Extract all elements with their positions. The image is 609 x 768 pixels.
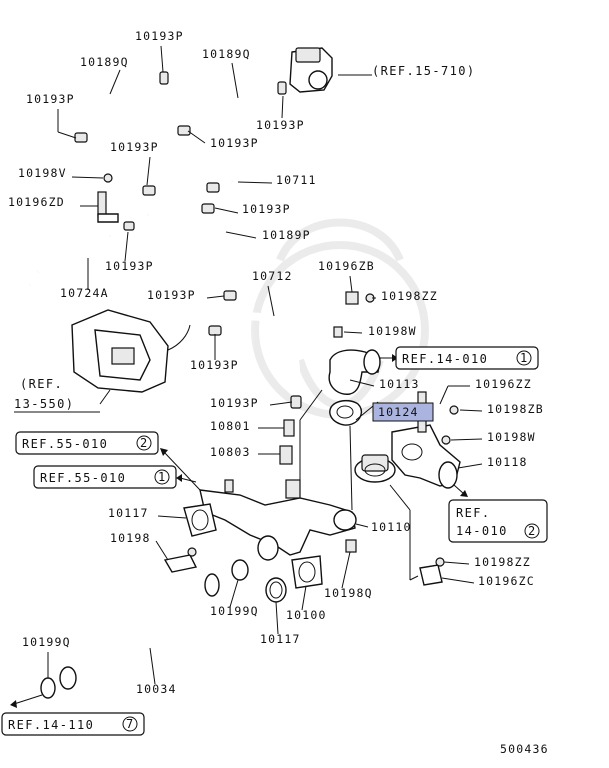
- part-label-10189p: 10189P: [262, 228, 311, 242]
- ref-r7: REF.14-110 7: [1, 712, 145, 736]
- part-label-10196zb: 10196ZB: [318, 259, 375, 273]
- part-label-10198zz: 10198ZZ: [381, 289, 438, 303]
- part-label-10117: 10117: [260, 632, 301, 646]
- part-label-10034: 10034: [136, 682, 177, 696]
- hose-10189p: [146, 202, 237, 301]
- ref-text: REF.14-010: [402, 352, 488, 366]
- part-label-10124: 10124: [378, 405, 419, 419]
- ref-circle-number: 1: [520, 351, 529, 365]
- ref-text: (REF.: [20, 377, 63, 391]
- part-label-10199q: 10199Q: [22, 635, 71, 649]
- gasket-10117-lower: [265, 577, 287, 603]
- part-label-10801: 10801: [210, 419, 251, 433]
- part-label-10193p: 10193P: [242, 202, 291, 216]
- pipe-10034: [59, 547, 220, 690]
- part-label-10117: 10117: [108, 506, 149, 520]
- hose-10711: [142, 159, 235, 218]
- part-label-10100: 10100: [286, 608, 327, 622]
- ref-r3: 13-550): [14, 397, 74, 411]
- part-label-10199q: 10199Q: [210, 604, 259, 618]
- ref-circle-number: 1: [158, 470, 167, 484]
- part-label-10193p: 10193P: [147, 288, 196, 302]
- sensors-10801-10803: [279, 419, 295, 465]
- leader-lines: [47, 45, 483, 685]
- ref-arrows: [10, 354, 468, 708]
- part-label-10193p: 10193P: [210, 396, 259, 410]
- pipe-10724a: [29, 173, 135, 287]
- highlight-10124: 10124: [372, 402, 434, 422]
- part-label-10803: 10803: [210, 445, 251, 459]
- ref-text: 13-550): [14, 397, 74, 411]
- air-valve-13-550: [71, 309, 191, 393]
- ref-r4: REF.14-010 1: [395, 346, 539, 370]
- ref-text: (REF.15-710): [372, 64, 476, 78]
- part-labels: 10193P 10189Q 10189Q 10193P 10193P 10193P 1019…: [8, 29, 549, 756]
- part-label-10711: 10711: [276, 173, 317, 187]
- flange-10100: [291, 539, 357, 589]
- gasket-10124: [329, 399, 363, 426]
- part-label-10118: 10118: [487, 455, 528, 469]
- thermostat: [354, 454, 396, 483]
- ref-r2: (REF.: [20, 377, 63, 391]
- part-label-10193p: 10193P: [135, 29, 184, 43]
- water-outlet-10113: [328, 291, 381, 395]
- hose-10189q: [81, 74, 281, 136]
- ref-text: REF.55-010: [22, 437, 108, 451]
- part-label-10193p: 10193P: [26, 92, 75, 106]
- part-label-10712: 10712: [252, 269, 293, 283]
- throttle-body: [289, 47, 333, 93]
- ref-line1: REF.: [456, 506, 491, 520]
- ref-14-010-2: REF. 14-010 2: [448, 499, 548, 543]
- part-label-10198w: 10198W: [368, 324, 417, 338]
- part-label-10189q: 10189Q: [80, 55, 129, 69]
- part-label-10193p: 10193P: [256, 118, 305, 132]
- part-label-10193p: 10193P: [190, 358, 239, 372]
- part-label-10196zz: 10196ZZ: [475, 377, 532, 391]
- ref-r6: REF.55-010 1: [33, 465, 177, 489]
- part-label-10198: 10198: [110, 531, 151, 545]
- part-label-10193p: 10193P: [210, 136, 259, 150]
- flange-10117-left: [183, 503, 217, 537]
- part-label-10113: 10113: [379, 377, 420, 391]
- clamp-set-upper: [74, 71, 287, 143]
- ref-line2: 14-010: [456, 524, 508, 538]
- oring-10199q-mid: [231, 559, 249, 581]
- part-label-10110: 10110: [371, 520, 412, 534]
- ref-text: REF.55-010: [40, 471, 126, 485]
- part-label-10198zz: 10198ZZ: [474, 555, 531, 569]
- part-label-10193p: 10193P: [110, 140, 159, 154]
- part-label-10198q: 10198Q: [324, 586, 373, 600]
- ref-circle-number: 7: [126, 717, 135, 731]
- ref-circle-number: 2: [140, 436, 149, 450]
- ref-r5: REF.55-010 2: [15, 431, 159, 455]
- ref-circle: 2: [528, 524, 537, 538]
- part-label-10198w: 10198W: [487, 430, 536, 444]
- ref-r1: (REF.15-710): [372, 64, 476, 78]
- part-label-10198v: 10198V: [18, 166, 67, 180]
- water-pipe-10110: [199, 479, 357, 561]
- part-label-10189q: 10189Q: [202, 47, 251, 61]
- bracket-10196zc: [419, 557, 445, 586]
- ref-text: REF.14-110: [8, 718, 94, 732]
- part-label-10193p: 10193P: [105, 259, 154, 273]
- part-label-500436: 500436: [500, 742, 549, 756]
- oring-10199q-lower: [40, 677, 56, 699]
- part-label-10198zb: 10198ZB: [487, 402, 544, 416]
- part-label-10196zc: 10196ZC: [478, 574, 535, 588]
- part-label-10724a: 10724A: [60, 286, 109, 300]
- part-label-10196zd: 10196ZD: [8, 195, 65, 209]
